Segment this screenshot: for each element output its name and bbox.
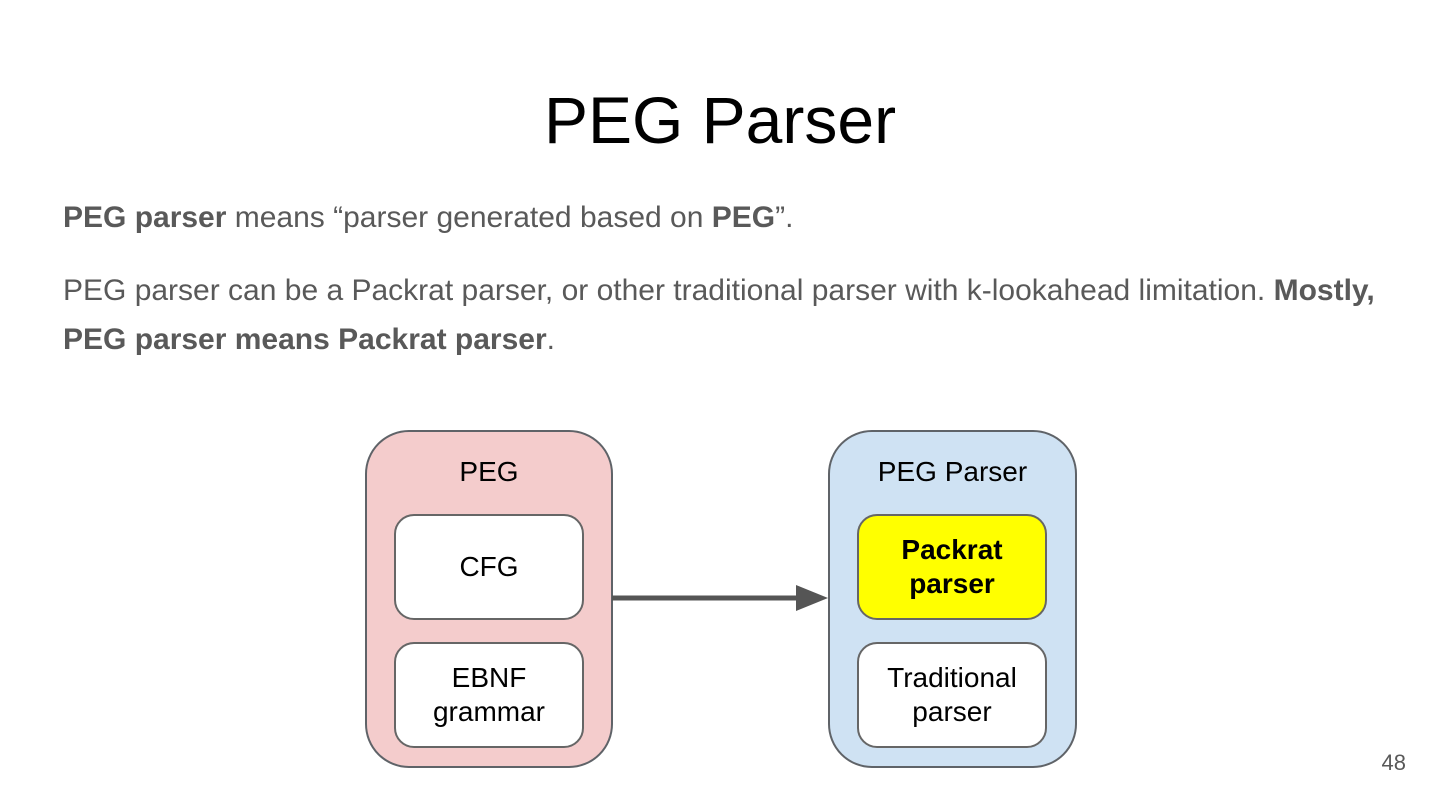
paragraph-1-bold-peg-parser: PEG parser xyxy=(63,201,227,234)
paragraph-1-bold-peg: PEG xyxy=(711,201,776,234)
node-ebnf-grammar: EBNF grammar xyxy=(394,642,584,748)
paragraph-2-bold-mostly: Mostly, PEG parser means Packrat parser xyxy=(63,274,1375,356)
slide-title: PEG Parser xyxy=(543,83,897,157)
node-traditional-parser: Traditional parser xyxy=(857,642,1047,748)
paragraph-1-text: means “parser generated based on xyxy=(226,201,712,234)
node-packrat-parser: Packrat parser xyxy=(857,514,1047,620)
node-cfg: CFG xyxy=(394,514,584,620)
peg-group-label: PEG xyxy=(459,456,519,487)
paragraph-1-text-end: ”. xyxy=(775,201,794,234)
page-number: 48 xyxy=(1381,750,1406,775)
paragraph-1: PEG parser means “parser generated based… xyxy=(63,193,1393,242)
paragraph-2-text: PEG parser can be a Packrat parser, or o… xyxy=(63,274,1274,307)
arrow-right-icon xyxy=(612,585,828,611)
peg-parser-group-label: PEG Parser xyxy=(877,456,1028,487)
paragraph-2-text-end: . xyxy=(546,323,555,356)
paragraph-2: PEG parser can be a Packrat parser, or o… xyxy=(63,266,1393,364)
peg-group: PEG CFG EBNF grammar xyxy=(365,430,613,768)
peg-parser-group: PEG Parser Packrat parser Traditional pa… xyxy=(828,430,1077,768)
